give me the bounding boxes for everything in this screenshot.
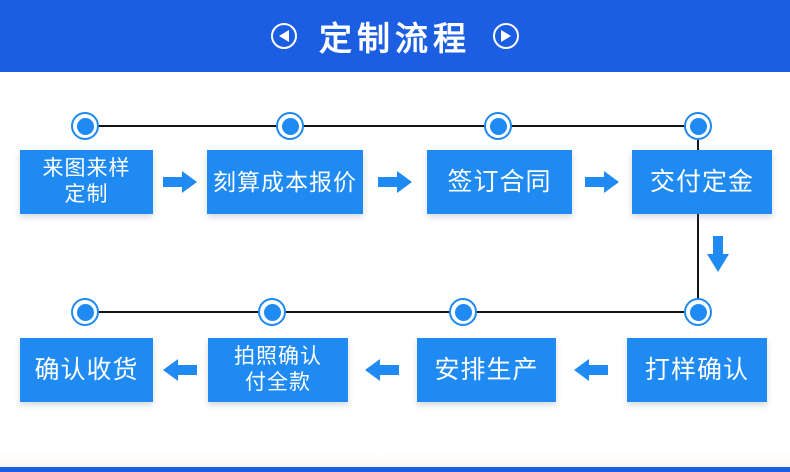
node-dot (689, 117, 707, 135)
arrow-left-icon (163, 358, 197, 382)
step-box-sample-confirm: 打样确认 (627, 338, 767, 402)
step-label: 安排生产 (434, 355, 539, 384)
timeline-node (684, 298, 712, 326)
node-dot (76, 303, 94, 321)
connector-line-top (85, 125, 698, 127)
next-section-top-bar (0, 467, 790, 472)
step-box-sign-contract: 签订合同 (427, 150, 572, 214)
timeline-node (71, 298, 99, 326)
step-label: 来图来样 定制 (42, 157, 131, 206)
arrow-right-icon (163, 170, 197, 194)
step-box-photo-confirm-pay-balance: 拍照确认 付全款 (208, 338, 348, 402)
page-title: 定制流程 (319, 20, 471, 57)
node-dot (689, 303, 707, 321)
timeline-node (484, 112, 512, 140)
step-box-arrange-production: 安排生产 (417, 338, 556, 402)
node-dot (263, 303, 281, 321)
step-label: 拍照确认 付全款 (234, 345, 322, 394)
node-dot (454, 303, 472, 321)
arrow-right-icon (585, 170, 619, 194)
timeline-node (684, 112, 712, 140)
arrow-down-icon (707, 236, 729, 272)
connector-line-vertical (697, 126, 699, 312)
timeline-node (449, 298, 477, 326)
step-box-confirm-receipt: 确认收货 (20, 338, 153, 402)
node-dot (76, 117, 94, 135)
arrow-left-icon (574, 358, 608, 382)
timeline-node (258, 298, 286, 326)
node-dot (489, 117, 507, 135)
step-label: 打样确认 (644, 355, 749, 384)
step-label: 确认收货 (34, 355, 139, 384)
footer-strip (0, 451, 790, 467)
circle-arrow-right-icon[interactable] (493, 23, 519, 49)
connector-line-bottom (85, 311, 698, 313)
step-label: 刻算成本报价 (213, 168, 357, 195)
step-box-pay-deposit: 交付定金 (632, 150, 772, 214)
circle-arrow-left-icon[interactable] (271, 23, 297, 49)
step-box-design-from-sample: 来图来样 定制 (20, 150, 153, 214)
step-label: 签订合同 (447, 167, 552, 196)
timeline-node (71, 112, 99, 140)
arrow-left-icon (365, 358, 399, 382)
step-box-cost-quote: 刻算成本报价 (207, 150, 363, 214)
node-dot (281, 117, 299, 135)
section-title-banner: 定制流程 (0, 0, 790, 72)
timeline-node (276, 112, 304, 140)
step-label: 交付定金 (649, 167, 754, 196)
arrow-right-icon (378, 170, 412, 194)
